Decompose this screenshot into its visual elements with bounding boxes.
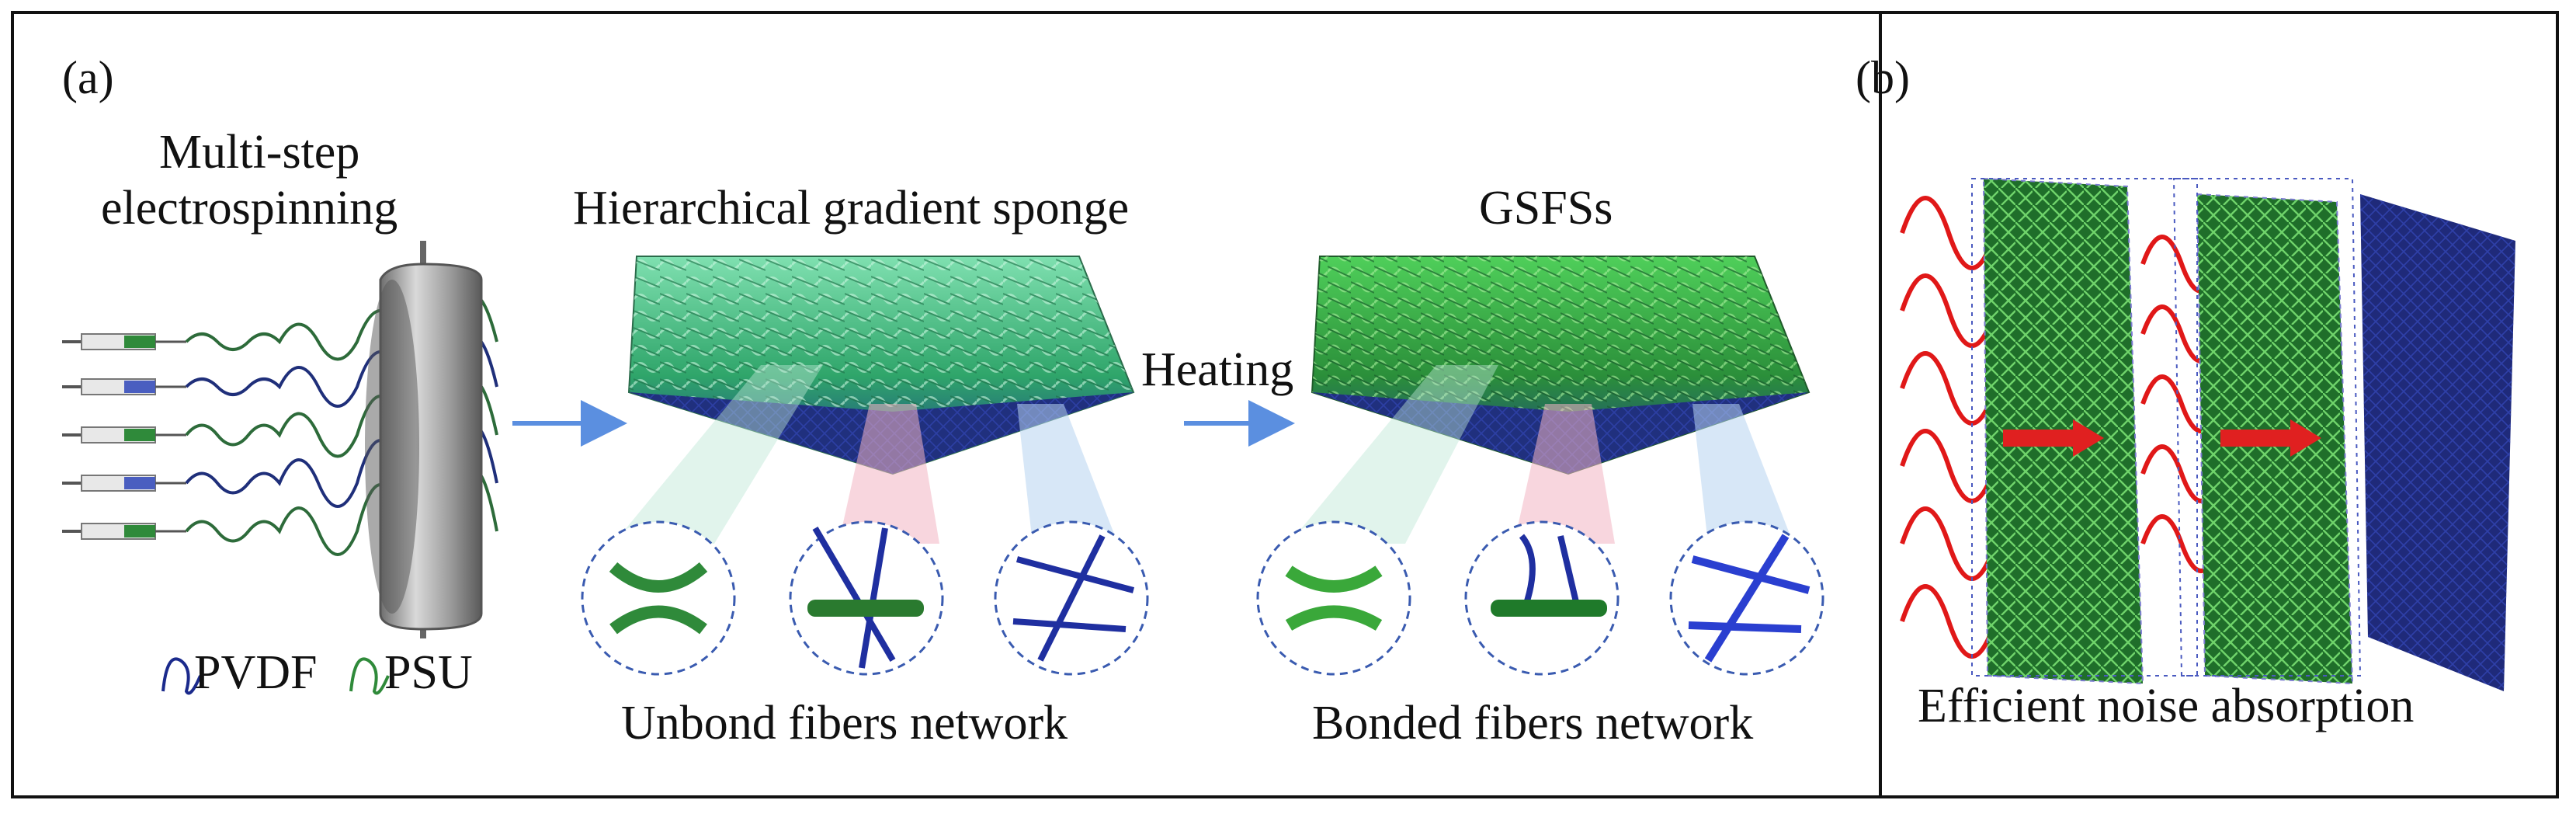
- collector-drum: [365, 241, 483, 638]
- zoom-circle-pvdf-pvdf: [994, 520, 1149, 676]
- zoom-circle-pvdf-psu: [789, 520, 944, 676]
- figure-frame: [11, 11, 2559, 798]
- psu-fiber-icon: [349, 657, 390, 695]
- unbond-zoom-circles: [581, 520, 1149, 676]
- zoom-circle-psu-psu: [581, 520, 736, 676]
- step1-line2: electrospinning: [101, 182, 398, 235]
- syringe-5: [62, 523, 186, 540]
- step1-line1: Multi-step: [159, 126, 360, 179]
- syringe-2: [62, 378, 186, 395]
- panel-b-label: (b): [1856, 52, 1910, 103]
- zoom-circle-bonded-psu: [1256, 520, 1411, 676]
- absorption-arrows: [2003, 419, 2321, 457]
- syringe-4: [62, 475, 186, 492]
- syringe-group: [62, 333, 186, 540]
- bonded-caption: Bonded fibers network: [1312, 697, 1754, 750]
- hierarchical-sponge: [613, 256, 1135, 544]
- syringe-3: [62, 426, 186, 444]
- legend-pvdf-label: PVDF: [194, 646, 318, 699]
- panel-a-label: (a): [62, 52, 114, 103]
- noise-absorption-illustration: [1900, 177, 2515, 691]
- product-title: GSFSs: [1479, 182, 1613, 235]
- sponge-title: Hierarchical gradient sponge: [573, 182, 1130, 235]
- unbond-caption: Unbond fibers network: [621, 697, 1068, 750]
- gsfs-sponge: [1289, 256, 1810, 544]
- zoom-circle-bonded-mixed: [1464, 520, 1620, 676]
- heating-label: Heating: [1141, 343, 1294, 396]
- bonded-zoom-circles: [1256, 520, 1824, 676]
- legend-psu-label: PSU: [384, 646, 473, 699]
- pvdf-fiber-icon: [161, 657, 202, 695]
- panel-divider: [1879, 11, 1882, 798]
- syringe-1: [62, 333, 186, 350]
- zoom-circle-bonded-pvdf: [1669, 520, 1824, 676]
- noise-caption: Efficient noise absorption: [1918, 680, 2415, 732]
